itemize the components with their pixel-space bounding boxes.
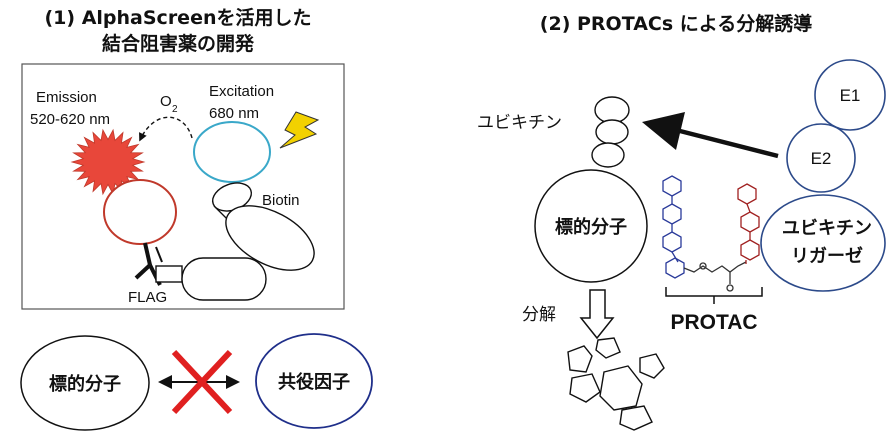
emission-range: 520-620 nm — [30, 111, 110, 128]
degraded-fragments — [567, 337, 665, 431]
flag-protein — [181, 257, 267, 301]
ligase-circle — [760, 194, 886, 292]
biotin-label: Biotin — [262, 192, 300, 209]
e2-label: E2 — [811, 149, 832, 168]
ubiquitin-label: ユビキチン — [477, 113, 562, 133]
emission-label: Emission — [36, 89, 97, 106]
flag-label: FLAG — [128, 289, 167, 306]
ubiquitin-transfer-arrow-head — [642, 112, 685, 150]
singlet-oxygen-arrow — [139, 116, 193, 142]
degradation-label: 分解 — [522, 305, 556, 325]
degradation-arrow-icon — [579, 289, 615, 340]
acceptor-bead — [193, 121, 271, 183]
excitation-label: Excitation — [209, 83, 274, 100]
right-title: (2) PROTACs による分解誘導 — [540, 12, 812, 35]
ubiquitin-bead-1 — [594, 96, 630, 124]
ubiquitin-bead-3 — [591, 142, 625, 168]
e1-circle — [814, 59, 886, 131]
ligase-label-line1: ユビキチン — [782, 218, 872, 239]
e1-label: E1 — [840, 86, 861, 105]
right-target-label: 標的分子 — [555, 216, 627, 238]
right-target-circle — [534, 169, 648, 283]
fragment — [639, 353, 665, 379]
binding-arrow-left-head — [158, 375, 172, 389]
left-target-label: 標的分子 — [49, 373, 121, 395]
left-title-line1: (1) AlphaScreenを活用した — [45, 6, 312, 29]
fragment — [567, 345, 593, 373]
lightning-icon — [279, 111, 320, 149]
oxygen-label: O — [160, 93, 172, 110]
fragment — [595, 337, 621, 359]
left-title-line2: 結合阻害薬の開発 — [102, 32, 255, 55]
ubiquitin-transfer-arrow — [679, 128, 779, 159]
left-target-circle — [20, 335, 150, 431]
fragment — [599, 365, 643, 411]
protac-molecule-icon — [662, 175, 760, 292]
fragment — [619, 405, 653, 431]
binding-arrow-right-head — [226, 375, 240, 389]
oxygen-subscript: 2 — [172, 104, 178, 115]
inhibition-cross-icon — [171, 349, 233, 415]
biotinylated-protein-large — [225, 205, 315, 271]
e2-circle — [786, 123, 856, 193]
ligase-label-line2: リガーゼ — [791, 245, 863, 267]
protac-bracket — [665, 287, 763, 297]
ubiquitin-bead-2 — [595, 119, 629, 145]
protac-label: PROTAC — [670, 311, 757, 334]
partner-circle — [255, 333, 373, 429]
partner-label: 共役因子 — [278, 371, 350, 393]
excitation-wavelength: 680 nm — [209, 105, 259, 122]
fragment — [569, 373, 601, 403]
flag-tag — [155, 265, 183, 283]
donor-bead — [103, 179, 177, 245]
